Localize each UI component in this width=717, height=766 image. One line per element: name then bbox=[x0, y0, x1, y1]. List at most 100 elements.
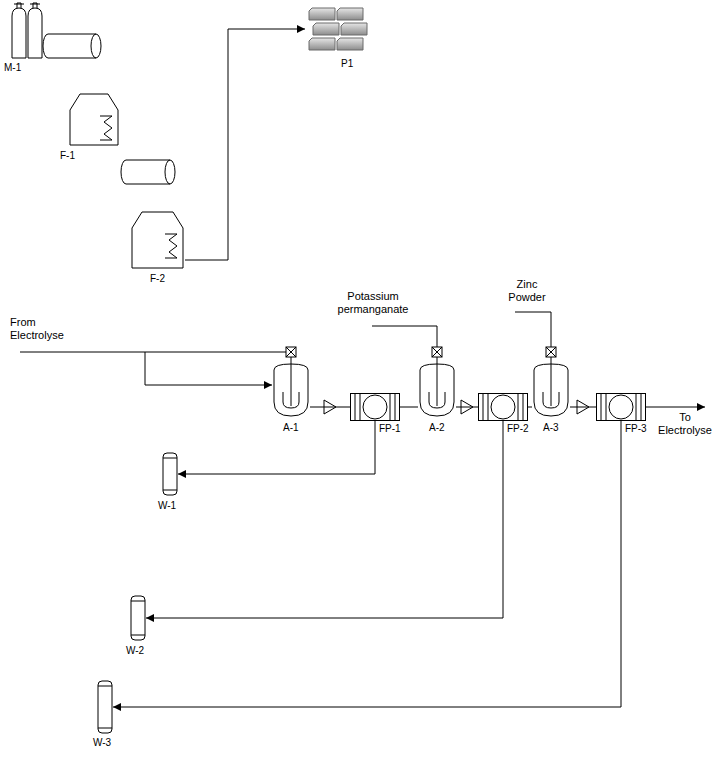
furnace-symbol bbox=[130, 210, 185, 270]
process-stream bbox=[570, 407, 596, 408]
furnace: F-1 bbox=[68, 92, 120, 147]
filter-press-symbol-part bbox=[597, 394, 646, 421]
agitated-tank-symbol bbox=[272, 362, 310, 418]
waste-column-symbol-part bbox=[163, 458, 177, 490]
equipment-tag: F-2 bbox=[150, 273, 165, 285]
ingot-product-symbol bbox=[305, 4, 370, 54]
equipment-tag: W-1 bbox=[158, 500, 176, 512]
furnace-symbol bbox=[68, 92, 120, 147]
waste-column: W-3 bbox=[97, 680, 113, 734]
feed-pipe-part bbox=[145, 352, 272, 385]
ingot-product-symbol-part bbox=[337, 8, 363, 20]
filter-press-symbol bbox=[350, 393, 400, 421]
furnace-symbol-part bbox=[70, 94, 118, 145]
process-stream bbox=[178, 421, 375, 474]
process-stream bbox=[185, 29, 305, 260]
equipment-tag: A-2 bbox=[429, 422, 445, 434]
ingot-product-symbol-part bbox=[313, 23, 339, 35]
waste-column-symbol bbox=[97, 680, 113, 734]
waste-column-symbol-part bbox=[98, 681, 112, 733]
equipment-tag: FP-2 bbox=[507, 423, 529, 435]
agitated-tank-symbol-part bbox=[283, 362, 299, 408]
process-stream bbox=[456, 407, 478, 408]
equipment-tag: W-2 bbox=[126, 645, 144, 657]
waste-column-symbol bbox=[130, 595, 146, 641]
valve-symbol bbox=[286, 347, 556, 362]
gas-cylinders-symbol-part bbox=[12, 8, 26, 58]
gas-cylinders-symbol-part bbox=[14, 3, 40, 8]
filter-press-symbol-part bbox=[483, 394, 523, 420]
feed-pipe-part bbox=[515, 312, 551, 347]
storage-cylinder-part bbox=[91, 34, 96, 58]
agitated-tank-symbol-part bbox=[429, 362, 445, 408]
furnace-symbol-part bbox=[100, 116, 112, 140]
waste-column-symbol-part bbox=[163, 453, 177, 495]
filter-press-symbol-part bbox=[363, 395, 387, 419]
filter-press-symbol-part bbox=[601, 394, 641, 420]
filter-press-symbol-part bbox=[351, 394, 400, 421]
storage-cylinder bbox=[121, 160, 175, 184]
filter-press: FP-1 bbox=[350, 393, 400, 421]
furnace-symbol-part bbox=[132, 212, 183, 268]
feed-pipe-part bbox=[372, 326, 437, 347]
stream-label: From Electrolyse bbox=[10, 316, 74, 342]
feed-pipe-part bbox=[20, 352, 286, 353]
agitated-tank-symbol bbox=[418, 362, 456, 418]
filter-press-symbol bbox=[478, 393, 528, 421]
filter-press: FP-2 bbox=[478, 393, 528, 421]
ingot-product-symbol-part bbox=[341, 23, 367, 35]
equipment-tag: P1 bbox=[341, 58, 353, 70]
furnace: F-2 bbox=[130, 210, 185, 270]
filter-press-symbol-part bbox=[609, 395, 633, 419]
process-stream bbox=[528, 407, 532, 408]
ingot-product-symbol-part bbox=[337, 38, 363, 50]
filter-press-symbol-part bbox=[479, 394, 528, 421]
valve-symbol-part bbox=[546, 347, 556, 362]
equipment-tag: F-1 bbox=[60, 150, 75, 162]
filter-press-symbol-part bbox=[355, 394, 395, 420]
ingot-product-symbol-part bbox=[309, 8, 335, 20]
equipment-tag: FP-3 bbox=[625, 423, 647, 435]
process-stream bbox=[310, 407, 350, 408]
valve-symbol-part bbox=[432, 347, 442, 362]
agitated-tank-symbol-part bbox=[543, 362, 559, 408]
equipment-tag: A-3 bbox=[543, 422, 559, 434]
valve-symbol-part bbox=[286, 347, 296, 362]
filter-press-symbol-part bbox=[491, 395, 515, 419]
process-stream bbox=[113, 421, 621, 707]
gas-cylinders-symbol bbox=[8, 2, 46, 60]
equipment-tag: W-3 bbox=[93, 737, 111, 749]
gas-cylinders-symbol-part bbox=[28, 8, 42, 58]
gas-cylinders: M-1 bbox=[8, 2, 46, 60]
process-stream bbox=[400, 407, 418, 408]
storage-cylinder-part bbox=[121, 160, 175, 184]
agitated-tank-symbol bbox=[532, 362, 570, 418]
ingot-product-symbol-part bbox=[309, 38, 335, 50]
stream-label: To Electrolyse bbox=[656, 411, 714, 437]
filter-press: FP-3 bbox=[596, 393, 646, 421]
waste-column-symbol-part bbox=[131, 601, 145, 635]
equipment-tag: FP-1 bbox=[379, 423, 401, 435]
feed-pipe-part bbox=[646, 407, 705, 408]
waste-column-symbol-part bbox=[131, 596, 145, 640]
process-stream bbox=[146, 421, 503, 618]
waste-column-symbol-part bbox=[98, 686, 112, 728]
agitated-tank: A-3 bbox=[532, 362, 570, 418]
waste-column: W-2 bbox=[130, 595, 146, 641]
filter-press-symbol bbox=[596, 393, 646, 421]
feed-pipe bbox=[20, 312, 705, 407]
equipment-tag: A-1 bbox=[283, 422, 299, 434]
waste-column-symbol bbox=[162, 452, 178, 496]
waste-column: W-1 bbox=[162, 452, 178, 496]
stream-label: Potassium permanganate bbox=[330, 290, 416, 316]
agitated-tank: A-1 bbox=[272, 362, 310, 418]
equipment-tag: M-1 bbox=[4, 62, 21, 74]
stream-label: Zinc Powder bbox=[500, 278, 554, 304]
storage-cylinder bbox=[43, 34, 101, 58]
storage-cylinder-part bbox=[165, 160, 170, 184]
furnace-symbol-part bbox=[165, 234, 177, 258]
storage-cylinder-part bbox=[43, 34, 101, 58]
ingot-product: P1 bbox=[305, 4, 370, 54]
agitated-tank: A-2 bbox=[418, 362, 456, 418]
